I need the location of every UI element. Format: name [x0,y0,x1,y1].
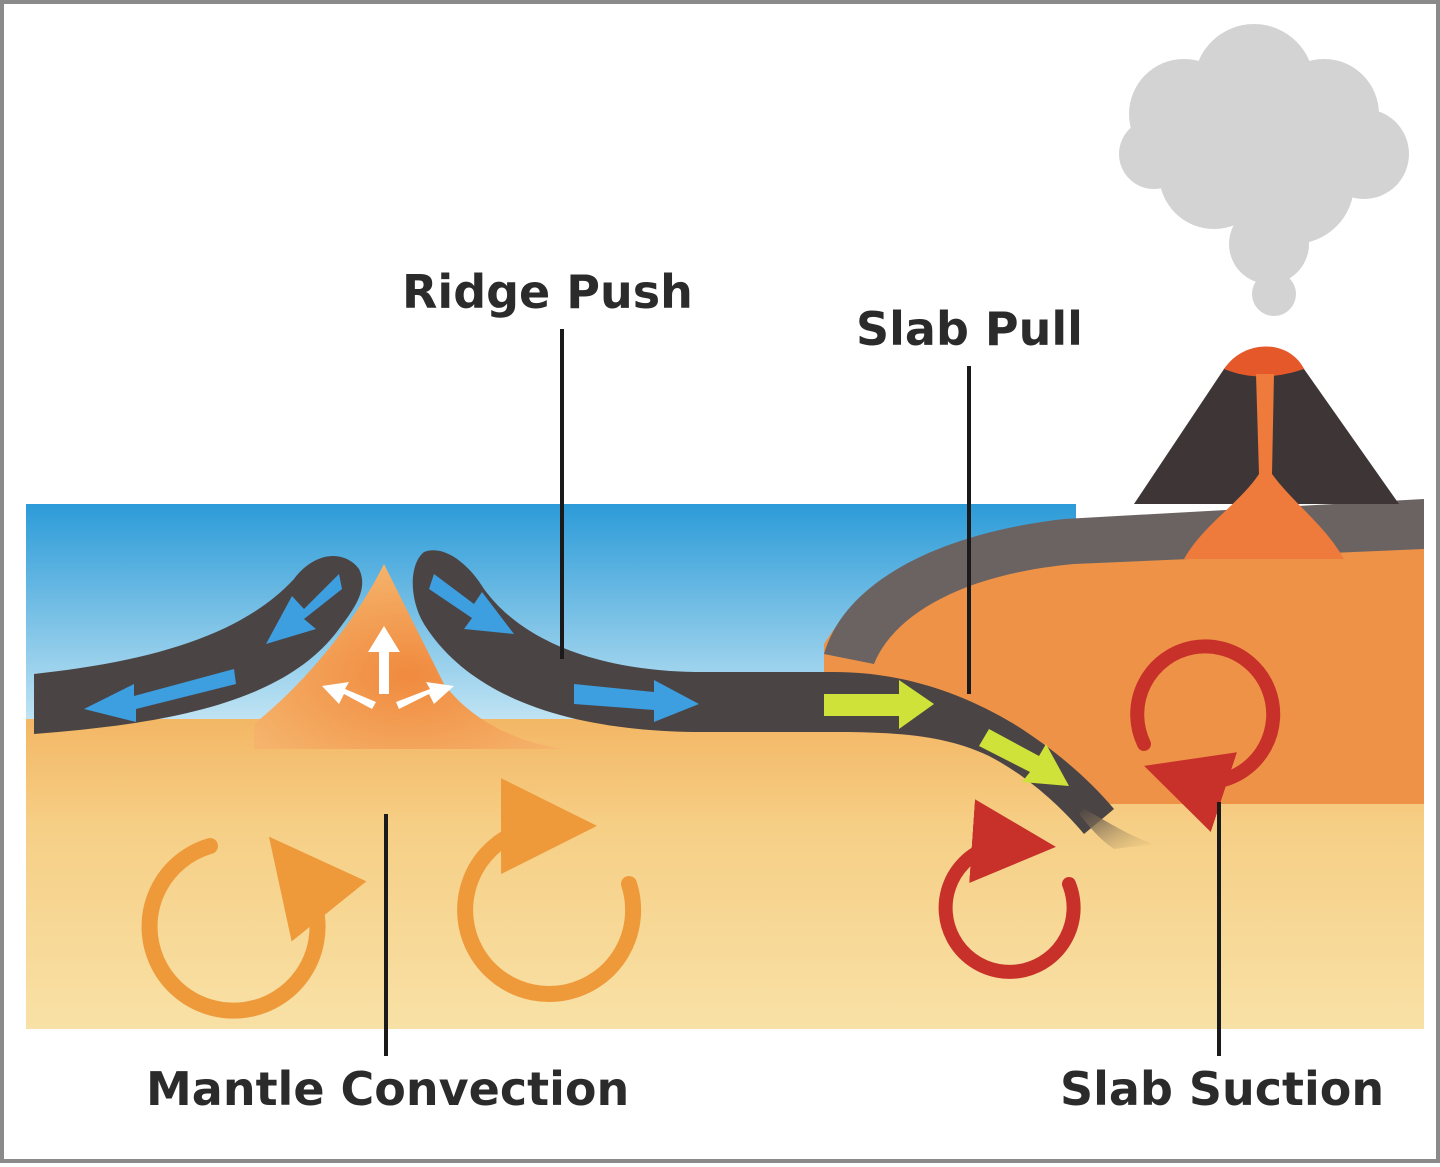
slab-arrow-1 [824,680,934,729]
right-oceanic-plate [412,550,1114,834]
slab-tip [1079,809,1154,849]
ridge-push-arrows [84,574,699,722]
up-arrow [368,626,400,694]
left-oceanic-plate [34,556,363,734]
mantle-convection-cycle-icon [141,778,642,1019]
slab-pull-arrows [824,680,1069,786]
upwelling-arrows [322,626,454,709]
up-right-arrow [396,682,454,709]
slab-suction-label: Slab Suction [1060,1062,1385,1116]
ridge-arrow-left-upper [266,574,342,644]
slab-suction-cycle-icon [938,639,1281,979]
ridge-magma [254,564,564,749]
diagram-artwork [26,24,1424,1056]
mantle-convection-label: Mantle Convection [146,1062,630,1116]
ridge-arrow-right-upper [429,574,514,634]
ridge-arrow-left-lower [84,669,236,722]
volcano-icon [1134,346,1399,559]
slab-arrow-2 [979,729,1069,786]
ash-cloud-icon [1119,24,1409,316]
leader-lines [384,329,1221,1056]
up-left-arrow [322,682,376,709]
ridge-arrow-right-lower [574,680,699,722]
ridge-push-label: Ridge Push [402,265,693,319]
slab-pull-label: Slab Pull [856,302,1083,356]
